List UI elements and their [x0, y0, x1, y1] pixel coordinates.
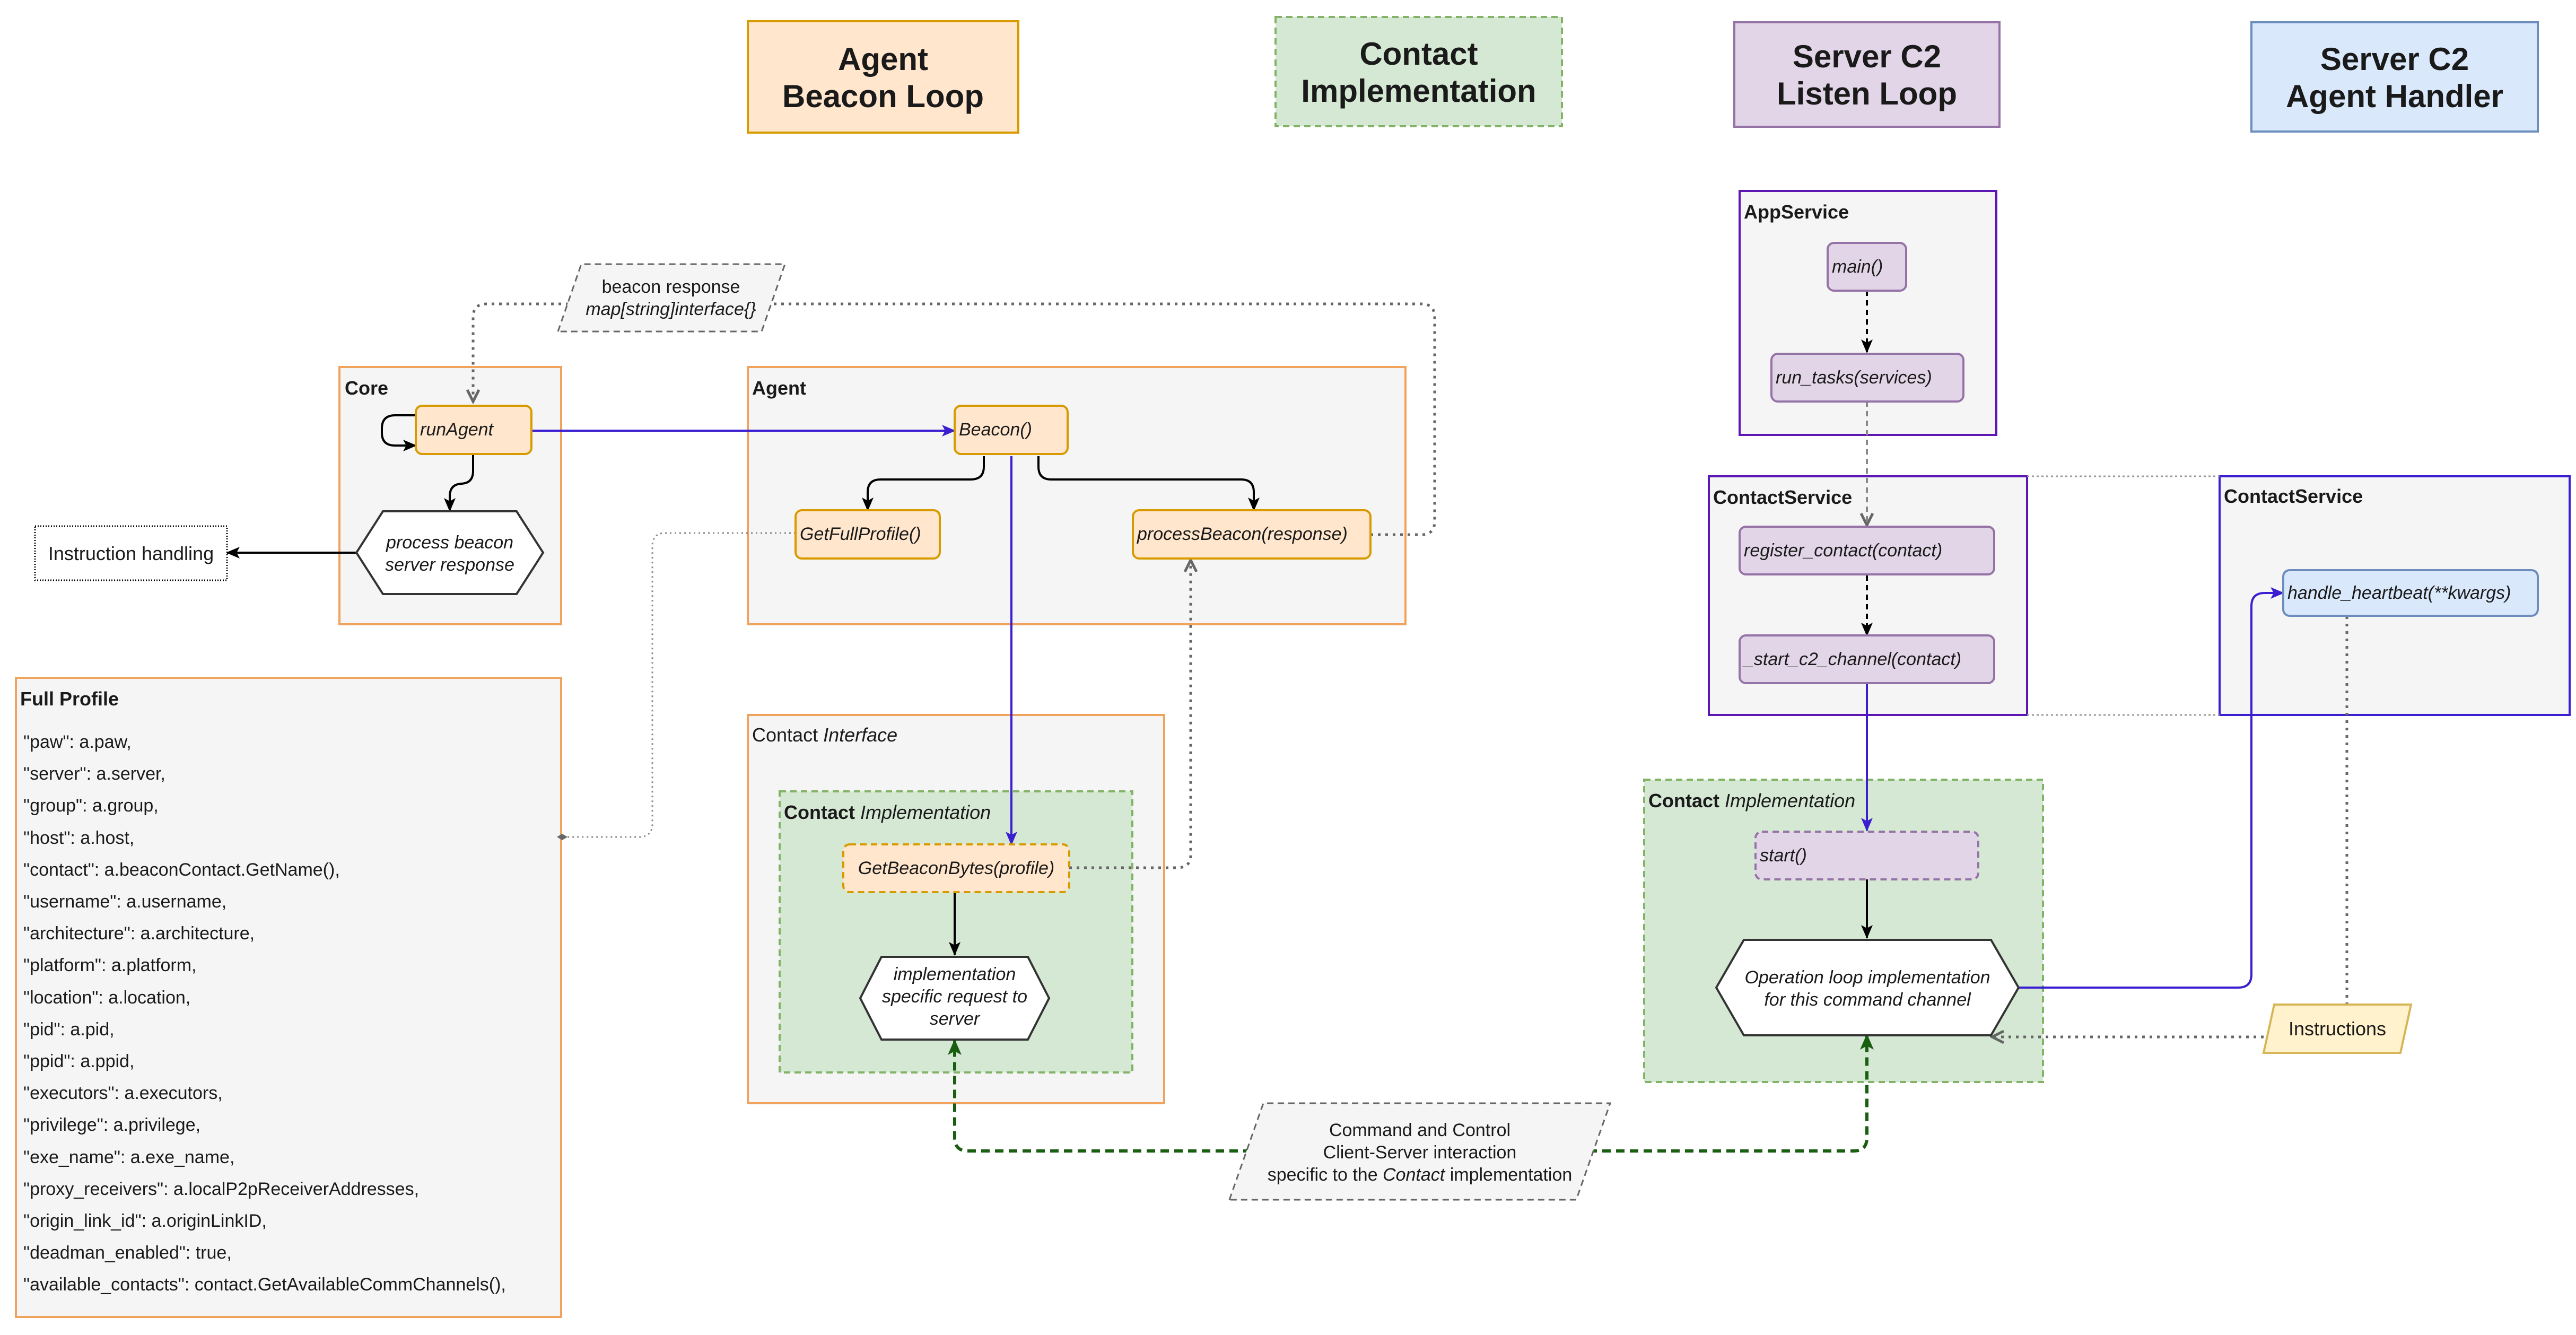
node-instructions: Instructions: [2262, 1004, 2413, 1054]
node-main: main(): [1827, 242, 1907, 292]
header-agent-beacon-loop-line2: Beacon Loop: [782, 78, 984, 114]
node-run-agent-label: runAgent: [420, 420, 494, 440]
contact-service-right-title: ContactService: [2224, 485, 2363, 507]
node-beacon-label: Beacon(): [959, 420, 1032, 440]
full-profile-field: "location": a.location,: [23, 988, 190, 1008]
full-profile-field: "privilege": a.privilege,: [23, 1115, 200, 1135]
header-server-listen-loop-line1: Server C2: [1793, 39, 1941, 74]
contact-interface-title: Contact Interface: [752, 724, 897, 746]
annotation-c2-line2: Client-Server interaction: [1323, 1142, 1517, 1163]
header-server-agent-handler: Server C2 Agent Handler: [2250, 21, 2539, 133]
full-profile-field: "host": a.host,: [23, 828, 134, 848]
node-operation-loop-line1: Operation loop implementation: [1744, 967, 1990, 988]
node-start: start(): [1754, 831, 1979, 880]
annotation-c2-line3: specific to the Contact implementation: [1268, 1165, 1573, 1185]
edge-c2-to-agent-request: [948, 1039, 1252, 1153]
annotation-beacon-response-line1: beacon response: [602, 277, 740, 297]
node-register-contact-label: register_contact(contact): [1744, 540, 1942, 561]
node-start-c2-channel-label: _start_c2_channel(contact): [1742, 649, 1961, 669]
full-profile-field: "deadman_enabled": true,: [23, 1243, 232, 1263]
agent-container: Agent: [747, 366, 1407, 625]
header-server-listen-loop-line2: Listen Loop: [1777, 76, 1957, 111]
annotation-beacon-response-line2: map[string]interface{}: [586, 299, 756, 319]
contact-implementation-agent-title: Contact Implementation: [784, 801, 991, 823]
full-profile-fields: "paw": a.paw, "server": a.server, "group":…: [23, 732, 506, 1295]
node-run-agent: runAgent: [415, 405, 532, 455]
full-profile-field: "origin_link_id": a.originLinkID,: [23, 1211, 267, 1231]
node-operation-loop-line2: for this command channel: [1764, 990, 1971, 1010]
full-profile-field: "group": a.group,: [23, 796, 159, 816]
full-profile-field: "username": a.username,: [23, 892, 226, 912]
node-get-beacon-bytes-label: GetBeaconBytes(profile): [858, 858, 1054, 878]
full-profile-field: "pid": a.pid,: [23, 1019, 115, 1040]
annotation-c2-line1: Command and Control: [1329, 1120, 1510, 1140]
header-agent-beacon-loop-line1: Agent: [838, 41, 928, 77]
node-instructions-label: Instructions: [2289, 1018, 2386, 1040]
node-start-label: start(): [1760, 845, 1807, 866]
edge-processbeacon-to-runagent: [473, 302, 1436, 536]
node-register-contact: register_contact(contact): [1739, 526, 1995, 575]
edge-oploop-to-heartbeat: [2019, 587, 2284, 989]
node-run-tasks-label: run_tasks(services): [1776, 368, 1932, 388]
node-get-full-profile-label: GetFullProfile(): [800, 524, 921, 544]
contact-implementation-server-title: Contact Implementation: [1648, 790, 1855, 812]
full-profile-title: Full Profile: [20, 688, 119, 710]
edge-beacon-to-processbeacon: [1037, 456, 1260, 511]
full-profile-field: "available_contacts": contact.GetAvailab…: [23, 1275, 506, 1295]
full-profile-field: "contact": a.beaconContact.GetName(),: [23, 860, 340, 880]
node-process-beacon-line2: server response: [385, 555, 514, 575]
node-process-beacon-func-label: processBeacon(response): [1137, 524, 1348, 544]
node-process-beacon-response: process beacon server response: [355, 510, 545, 595]
node-instruction-handling: Instruction handling: [34, 525, 228, 581]
node-process-beacon: processBeacon(response): [1132, 509, 1372, 560]
node-get-beacon-bytes: GetBeaconBytes(profile): [842, 843, 1070, 893]
header-server-agent-handler-line2: Agent Handler: [2286, 78, 2503, 114]
node-operation-loop: Operation loop implementation for this c…: [1715, 939, 2020, 1036]
header-contact-implementation-line1: Contact: [1359, 36, 1478, 72]
edge-beacon-to-fullprofile: [862, 456, 985, 511]
full-profile-field: "executors": a.executors,: [23, 1083, 223, 1103]
node-main-label: main(): [1832, 257, 1883, 277]
agent-container-title: Agent: [752, 377, 806, 399]
header-contact-implementation-line2: Implementation: [1301, 73, 1536, 109]
edge-fullprofile-link: [557, 532, 796, 840]
header-server-listen-loop: Server C2 Listen Loop: [1733, 21, 2001, 128]
full-profile-field: "exe_name": a.exe_name,: [23, 1147, 234, 1167]
contact-service-left-title: ContactService: [1713, 486, 1852, 508]
annotation-c2-interaction: Command and Control Client-Server intera…: [1228, 1102, 1612, 1201]
full-profile-field: "paw": a.paw,: [23, 732, 132, 752]
node-implementation-request-line1: implementation: [894, 964, 1016, 984]
core-container-title: Core: [345, 377, 388, 399]
contact-implementation-server-container: Contact Implementation: [1643, 779, 2044, 1083]
node-get-full-profile: GetFullProfile(): [794, 509, 941, 560]
header-agent-beacon-loop: Agent Beacon Loop: [747, 20, 1019, 134]
node-process-beacon-line1: process beacon: [386, 533, 513, 553]
header-contact-implementation: Contact Implementation: [1274, 16, 1563, 127]
full-profile-container: Full Profile "paw": a.paw, "server": a.se…: [15, 677, 562, 1318]
node-handle-heartbeat-label: handle_heartbeat(**kwargs): [2287, 583, 2511, 603]
full-profile-field: "platform": a.platform,: [23, 955, 196, 975]
full-profile-field: "ppid": a.ppid,: [23, 1051, 134, 1071]
run-agent-self-loop: [381, 414, 417, 451]
node-implementation-request-line2: specific request to: [882, 987, 1027, 1007]
node-handle-heartbeat: handle_heartbeat(**kwargs): [2282, 569, 2539, 617]
node-beacon: Beacon(): [954, 405, 1069, 455]
node-implementation-request-line3: server: [930, 1009, 981, 1029]
edge-getbeaconbytes-to-processbeacon: [1069, 560, 1191, 869]
node-start-c2-channel: _start_c2_channel(contact): [1739, 634, 1995, 684]
full-profile-field: "architecture": a.architecture,: [23, 923, 255, 944]
node-run-tasks: run_tasks(services): [1770, 353, 1964, 403]
app-service-title: AppService: [1744, 201, 1849, 223]
edge-c2-to-server-loop: [1588, 1034, 1874, 1153]
full-profile-field: "server": a.server,: [23, 764, 165, 784]
full-profile-field: "proxy_receivers": a.localP2pReceiverAdd…: [23, 1179, 419, 1199]
header-server-agent-handler-line1: Server C2: [2320, 41, 2469, 77]
node-implementation-request: implementation specific request to serve…: [859, 956, 1051, 1041]
edge-runagent-to-process: [444, 454, 474, 512]
node-instruction-handling-label: Instruction handling: [48, 543, 214, 564]
annotation-beacon-response: beacon response map[string]interface{}: [556, 263, 787, 333]
